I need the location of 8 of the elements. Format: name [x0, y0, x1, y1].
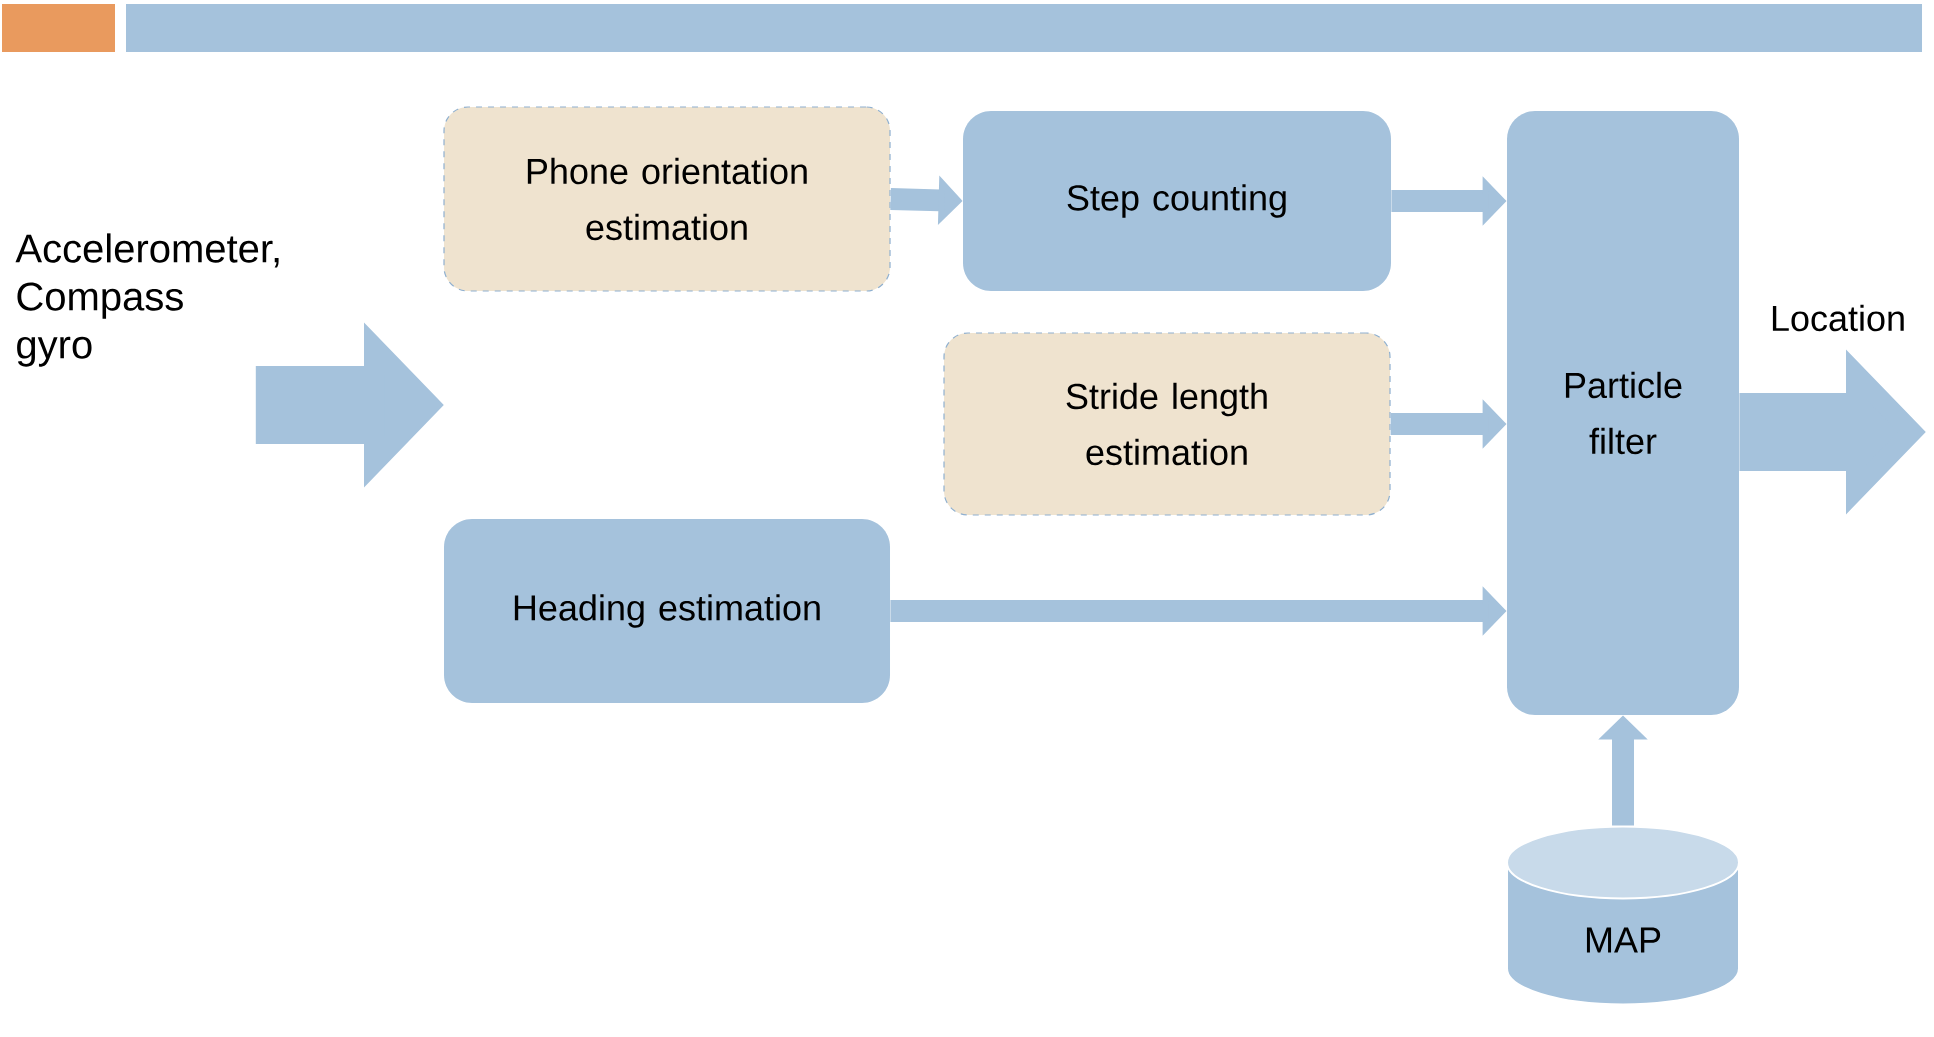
- process-box: Heading estimation: [444, 519, 890, 703]
- edge-label: Location: [1772, 304, 1904, 332]
- process-box: Particle filter: [1507, 111, 1739, 715]
- process-box: Stride length estimation: [943, 332, 1391, 516]
- database-cylinder: MAP: [1506, 825, 1740, 1006]
- input-label: Accelerometer, Compass gyro: [15, 233, 279, 367]
- process-box: Step counting: [963, 111, 1391, 291]
- process-box: Phone orientation estimation: [443, 106, 891, 292]
